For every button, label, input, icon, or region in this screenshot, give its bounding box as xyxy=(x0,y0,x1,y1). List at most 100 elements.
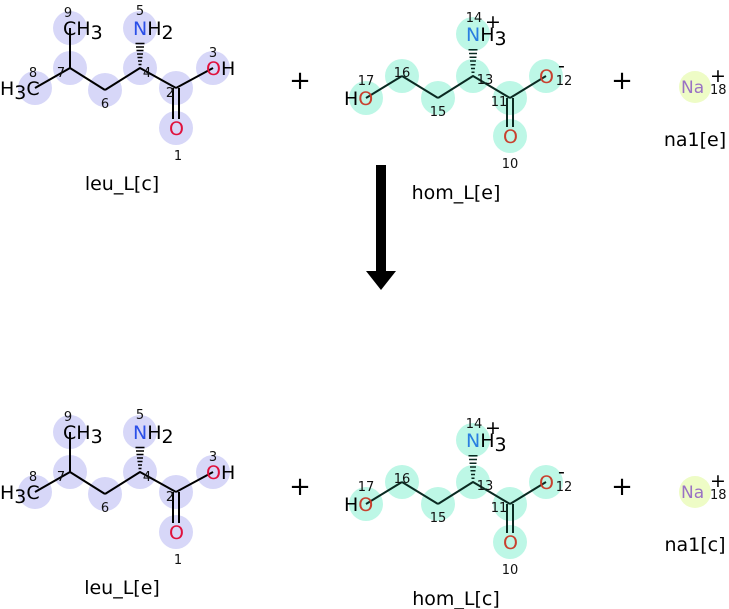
charge-sign: + xyxy=(710,470,726,492)
single-bond xyxy=(175,67,214,89)
element-symbol: O xyxy=(503,532,518,554)
atom-highlight xyxy=(456,423,490,457)
reaction-arrow xyxy=(366,165,396,290)
arrow-head xyxy=(366,271,396,290)
charge-sign: - xyxy=(558,55,565,77)
element-symbol: H xyxy=(147,422,161,444)
atom-label: O xyxy=(539,472,554,494)
atom-number: 13 xyxy=(477,479,494,494)
single-bond xyxy=(104,67,141,91)
atom-number: 14 xyxy=(466,417,483,432)
charge-sign: + xyxy=(485,11,501,33)
atom-number: 10 xyxy=(502,157,519,172)
element-symbol: O xyxy=(539,472,554,494)
element-symbol: O xyxy=(169,522,184,544)
atom-subscript: 3 xyxy=(495,434,507,456)
element-symbol: O xyxy=(539,66,554,88)
atom-label: OH xyxy=(206,462,235,484)
atom-subscript: 2 xyxy=(162,22,174,44)
atom-label: NH3 xyxy=(466,24,507,50)
atom-label: H3C xyxy=(0,78,40,104)
atom-highlight xyxy=(159,515,193,549)
single-bond xyxy=(472,75,511,99)
element-symbol: H xyxy=(221,58,235,80)
charge-sign: - xyxy=(558,461,565,483)
atom-highlight xyxy=(493,119,527,153)
atom-number: 5 xyxy=(136,408,144,423)
atom-number: 15 xyxy=(430,511,447,526)
atom-number: 2 xyxy=(166,86,174,101)
metabolite-name: leu_L[e] xyxy=(84,577,160,599)
atom-number: 4 xyxy=(143,66,151,81)
sodium-symbol: Na xyxy=(681,483,704,503)
atom-label: NH2 xyxy=(133,18,174,44)
single-bond xyxy=(69,471,106,495)
element-symbol: H xyxy=(480,430,494,452)
arrow-shaft xyxy=(376,165,386,273)
charge-sign: + xyxy=(485,417,501,439)
single-bond xyxy=(437,481,474,505)
atom-label: HO xyxy=(344,88,373,110)
atom-number: 11 xyxy=(491,501,508,516)
single-bond xyxy=(509,75,547,99)
atom-label: O xyxy=(169,522,184,544)
element-symbol: O xyxy=(358,494,373,516)
atom-subscript: 3 xyxy=(495,28,507,50)
element-symbol: N xyxy=(466,24,480,46)
element-symbol: C xyxy=(63,18,76,40)
element-symbol: H xyxy=(76,422,90,444)
atom-number: 18 xyxy=(710,488,727,503)
single-bond xyxy=(69,67,106,91)
metabolite-name: leu_L[c] xyxy=(85,173,159,195)
atom-number: 16 xyxy=(394,66,411,81)
sodium-symbol: Na xyxy=(681,78,704,98)
atom-number: 8 xyxy=(29,66,37,81)
element-symbol: H xyxy=(344,494,358,516)
atom-label: NH2 xyxy=(133,422,174,448)
single-bond xyxy=(34,67,71,89)
element-symbol: O xyxy=(206,58,221,80)
element-symbol: O xyxy=(169,118,184,140)
atom-number: 7 xyxy=(57,66,65,81)
element-symbol: H xyxy=(0,78,14,100)
atom-subscript: 3 xyxy=(91,22,103,44)
atom-highlight xyxy=(159,111,193,145)
atom-label: NH3 xyxy=(466,430,507,456)
atom-subscript: 3 xyxy=(14,82,26,104)
element-symbol: C xyxy=(26,78,39,100)
single-bond xyxy=(437,75,474,99)
atom-highlight xyxy=(456,17,490,51)
atom-number: 3 xyxy=(209,450,217,465)
atom-number: 1 xyxy=(174,149,182,164)
atom-number: 7 xyxy=(57,470,65,485)
atom-subscript: 3 xyxy=(91,426,103,448)
element-symbol: O xyxy=(358,88,373,110)
atom-label: O xyxy=(169,118,184,140)
atom-subscript: 3 xyxy=(14,486,26,508)
atom-highlight xyxy=(679,476,711,508)
atom-number: 12 xyxy=(556,74,573,89)
atom-number: 15 xyxy=(430,105,447,120)
element-symbol: H xyxy=(147,18,161,40)
atom-number: 10 xyxy=(502,563,519,578)
atom-label: H3C xyxy=(0,482,40,508)
plus-sign: + xyxy=(611,472,633,502)
atom-highlight xyxy=(123,415,157,449)
element-symbol: C xyxy=(63,422,76,444)
charge-sign: + xyxy=(710,65,726,87)
plus-sign: + xyxy=(611,66,633,96)
element-symbol: H xyxy=(0,482,14,504)
single-bond xyxy=(175,471,214,493)
atom-highlight xyxy=(123,11,157,45)
atom-number: 16 xyxy=(394,472,411,487)
atom-label: CH3 xyxy=(63,18,103,44)
atom-label: OH xyxy=(206,58,235,80)
bond-layer xyxy=(34,28,547,533)
atom-number: 13 xyxy=(477,73,494,88)
element-symbol: H xyxy=(76,18,90,40)
single-bond xyxy=(34,471,71,493)
single-bond xyxy=(365,481,403,505)
atom-number: 9 xyxy=(64,410,72,425)
element-symbol: O xyxy=(206,462,221,484)
